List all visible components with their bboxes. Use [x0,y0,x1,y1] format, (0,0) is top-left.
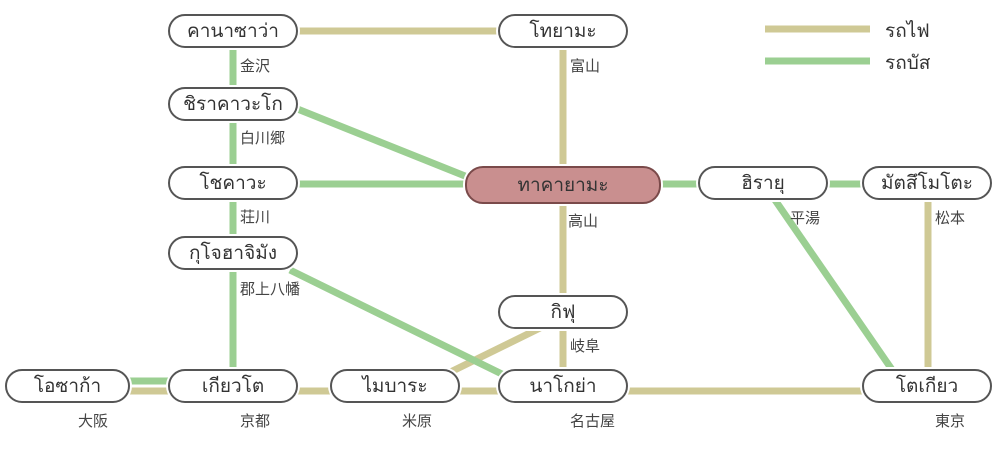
station-takayama-jp: 高山 [568,212,599,230]
station-hirayu[interactable]: ฮิรายุ [698,166,828,200]
station-tokyo[interactable]: โตเกียว [862,369,992,403]
station-kanazawa-jp: 金沢 [240,57,271,75]
station-shirakawago-jp: 白川郷 [240,129,286,147]
station-matsumoto[interactable]: มัตสึโมโตะ [862,166,992,200]
station-nagoya[interactable]: นาโกย่า [498,369,628,403]
station-kanazawa[interactable]: คานาซาว่า [168,14,298,48]
legend-train-label: รถไฟ [885,20,930,42]
station-maibara[interactable]: ไมบาระ [330,369,460,403]
legend-bus-label: รถบัส [885,52,931,74]
station-kyoto[interactable]: เกียวโต [168,369,298,403]
station-maibara-jp: 米原 [402,412,433,430]
station-matsumoto-jp: 松本 [935,209,966,227]
station-gujohachiman-jp: 郡上八幡 [240,280,301,298]
station-gifu-jp: 岐阜 [570,337,601,355]
bus-line-shirakawago-takayama [288,102,472,182]
station-toyama-jp: 富山 [570,57,601,75]
station-toyama[interactable]: โทยามะ [498,14,628,48]
station-takayama[interactable]: ทาคายามะ [465,166,661,204]
station-gifu[interactable]: กิฟุ [498,295,628,329]
station-shokawa[interactable]: โชคาวะ [168,166,298,200]
station-tokyo-jp: 東京 [935,412,966,430]
bus-line-gujo-nagoya [288,266,512,382]
station-gujohachiman[interactable]: กุโจฮาจิมัง [168,236,298,270]
bus-line-hirayu-tokyo [772,198,898,376]
station-osaka-jp: 大阪 [78,412,109,430]
station-nagoya-jp: 名古屋 [570,412,616,430]
station-shokawa-jp: 荘川 [240,208,271,226]
station-kyoto-jp: 京都 [240,412,271,430]
station-hirayu-jp: 平湯 [790,209,821,227]
station-osaka[interactable]: โอซาก้า [5,369,130,403]
station-shirakawago[interactable]: ชิราคาวะโก [168,87,298,121]
